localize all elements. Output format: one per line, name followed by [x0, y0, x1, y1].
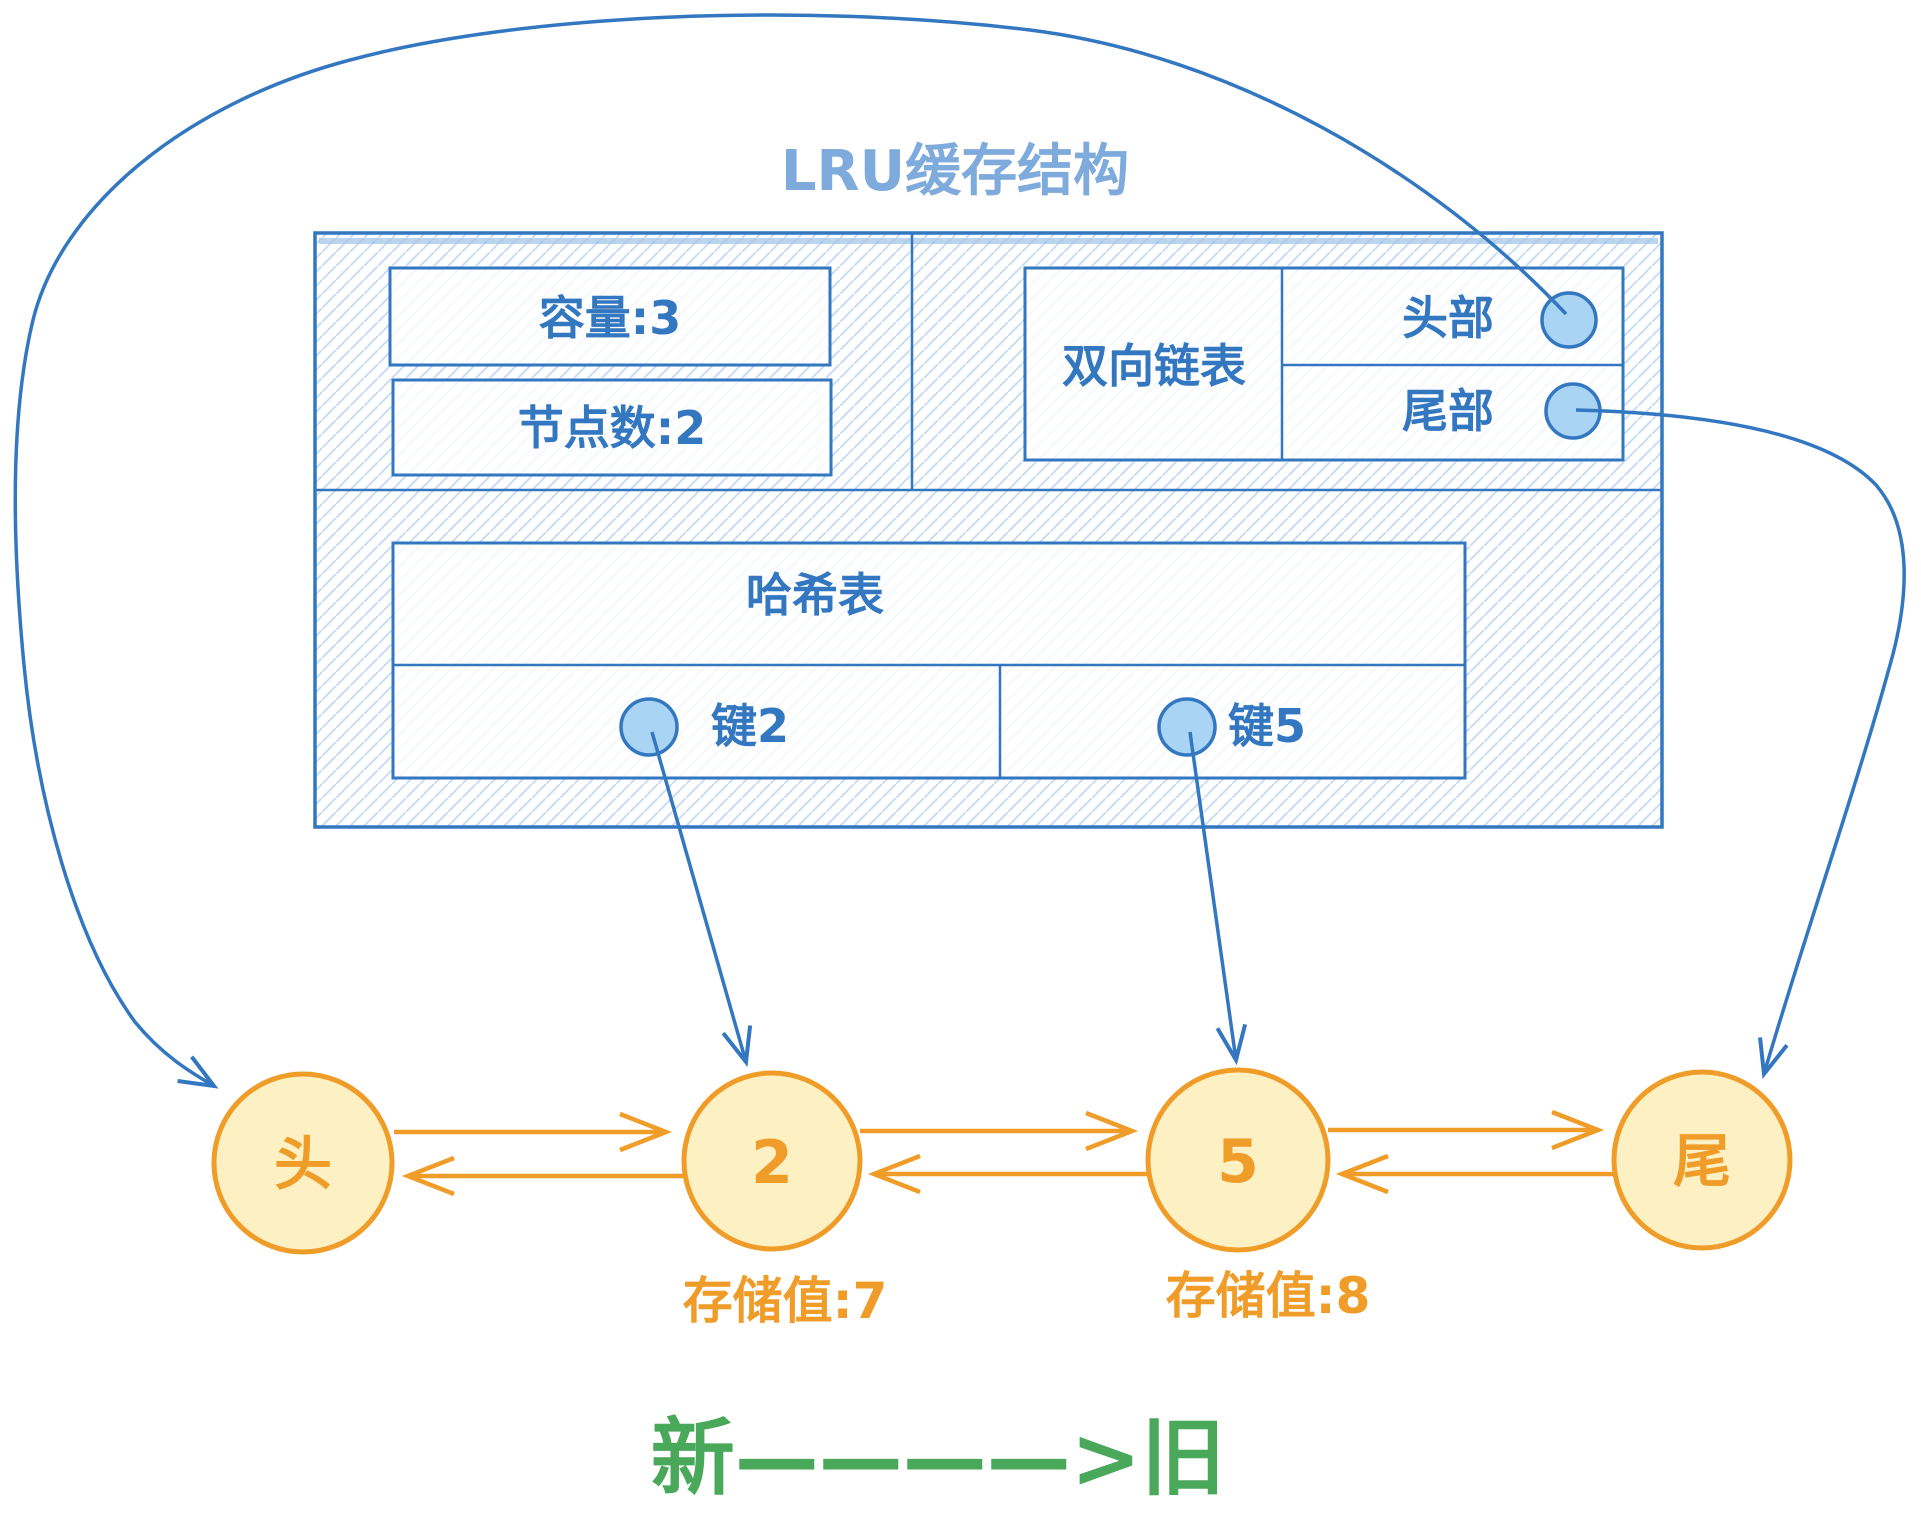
node-2-label: 2 — [751, 1128, 793, 1198]
hash-table-outline — [391, 541, 1467, 780]
capacity-label: 容量:3 — [539, 291, 681, 345]
key2-pointer-arrow — [650, 731, 753, 1068]
capacity-box: 容量:3 — [388, 266, 832, 367]
head-pointer-dot — [1540, 291, 1598, 349]
node-5-label: 5 — [1217, 1127, 1259, 1197]
node-5-circle — [1145, 1067, 1331, 1253]
node-count-label: 节点数:2 — [518, 401, 706, 455]
node-head-circle — [211, 1071, 395, 1255]
key2-pointer-dot — [619, 697, 679, 757]
node-count-box-outline — [391, 378, 833, 477]
dll-head-label: 头部 — [1402, 291, 1494, 345]
key5-label: 键5 — [1228, 699, 1306, 753]
key2-label: 键2 — [711, 699, 789, 753]
dll-label: 双向链表 — [1062, 339, 1246, 393]
diagram-title: LRU缓存结构 — [781, 139, 1129, 204]
dll-tail-label: 尾部 — [1402, 384, 1494, 438]
key5-pointer-dot — [1157, 697, 1217, 757]
node-count-box: 节点数:2 — [391, 378, 833, 477]
direction-legend: 新————>旧 — [651, 1409, 1225, 1507]
hash-table-label: 哈希表 — [746, 568, 884, 622]
tail-pointer-arrow — [1575, 408, 1906, 1080]
dll-table: 双向链表 头部 尾部 — [1023, 266, 1625, 462]
node-tail-label: 尾 — [1673, 1127, 1731, 1195]
node-head-label: 头 — [274, 1130, 332, 1198]
node-2: 2 — [681, 1070, 863, 1252]
node-2-circle — [681, 1070, 863, 1252]
node-2-value-label: 存储值:7 — [683, 1272, 888, 1330]
node-head: 头 — [211, 1071, 395, 1255]
node-tail-circle — [1611, 1069, 1793, 1251]
head-pointer-arrow — [13, 13, 1568, 1089]
hash-table: 哈希表 键2 键5 — [391, 541, 1467, 780]
node-tail: 尾 — [1611, 1069, 1793, 1251]
key5-pointer-arrow — [1188, 731, 1248, 1066]
capacity-box-outline — [388, 266, 832, 367]
node-links — [394, 1109, 1614, 1197]
node-5: 5 — [1145, 1067, 1331, 1253]
node-5-value-label: 存储值:8 — [1166, 1267, 1371, 1325]
